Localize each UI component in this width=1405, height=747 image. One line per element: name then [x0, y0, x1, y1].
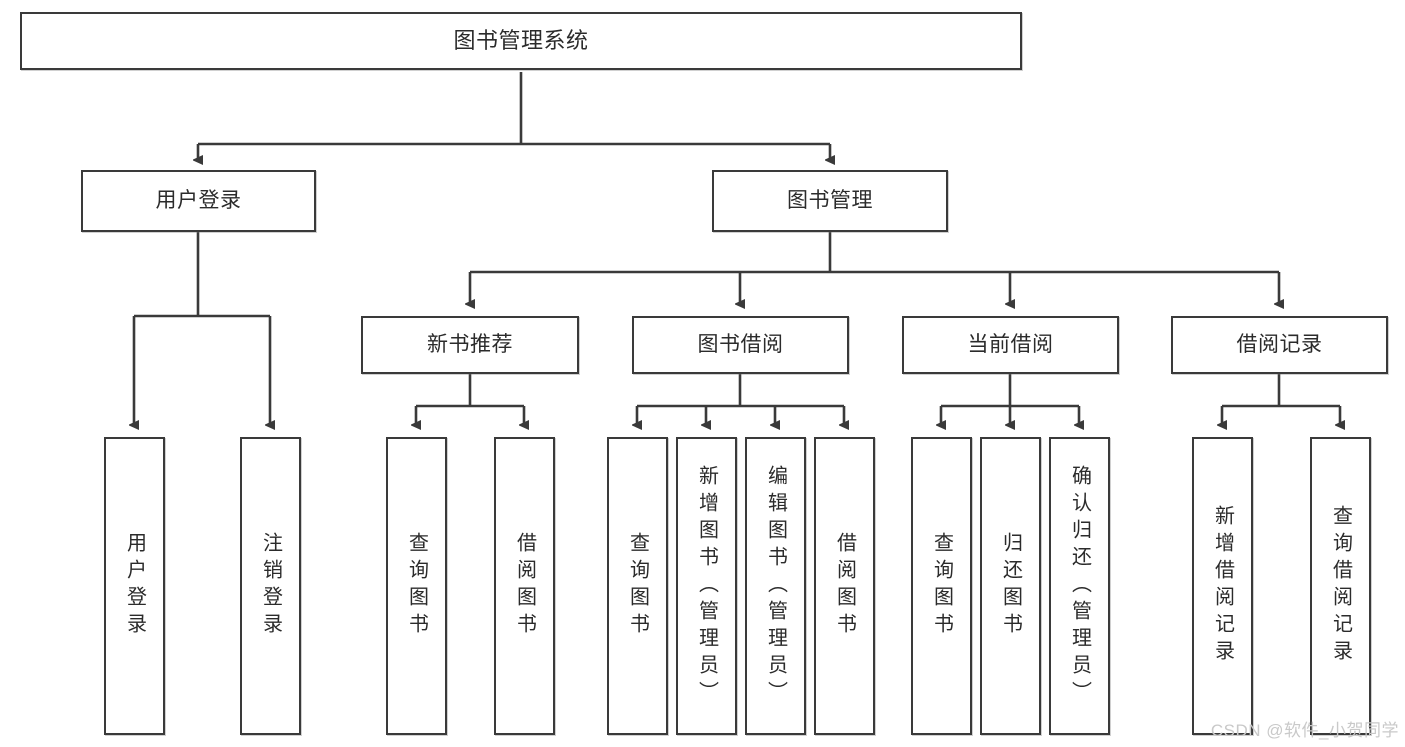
node-book-borrow-label: 图书借阅: [697, 332, 784, 356]
node-leaf-add-record[interactable]: 新增借阅记录: [1192, 437, 1253, 735]
node-leaf-return-book-label: 归还图书: [999, 532, 1022, 640]
node-book-borrow[interactable]: 图书借阅: [632, 316, 849, 374]
node-leaf-query-book-2[interactable]: 查询图书: [607, 437, 668, 735]
node-borrow-record[interactable]: 借阅记录: [1171, 316, 1388, 374]
node-user-login-label: 用户登录: [155, 188, 242, 212]
node-leaf-query-book-3[interactable]: 查询图书: [911, 437, 972, 735]
node-book-manage-label: 图书管理: [787, 188, 873, 212]
node-leaf-return-book[interactable]: 归还图书: [980, 437, 1041, 735]
node-leaf-borrow-book-1[interactable]: 借阅图书: [494, 437, 555, 735]
node-root-label: 图书管理系统: [453, 28, 589, 54]
node-leaf-edit-book-label: 编辑图书（管理员）: [764, 464, 787, 708]
node-book-manage[interactable]: 图书管理: [712, 170, 948, 232]
node-borrow-record-label: 借阅记录: [1236, 332, 1323, 356]
node-leaf-user-login-label: 用户登录: [123, 532, 146, 640]
node-leaf-user-login[interactable]: 用户登录: [104, 437, 165, 735]
node-leaf-confirm-return-label: 确认归还（管理员）: [1068, 464, 1091, 708]
node-user-login[interactable]: 用户登录: [81, 170, 316, 232]
watermark-text: CSDN @软件_小贺同学: [1210, 721, 1399, 740]
node-new-book-recommend-label: 新书推荐: [427, 332, 513, 356]
node-leaf-query-book-3-label: 查询图书: [930, 532, 953, 640]
node-leaf-add-book[interactable]: 新增图书（管理员）: [676, 437, 737, 735]
node-leaf-add-record-label: 新增借阅记录: [1211, 505, 1234, 667]
node-leaf-confirm-return[interactable]: 确认归还（管理员）: [1049, 437, 1110, 735]
node-leaf-query-book-1-label: 查询图书: [405, 532, 428, 640]
node-leaf-logout-login[interactable]: 注销登录: [240, 437, 301, 735]
node-leaf-query-record-label: 查询借阅记录: [1329, 505, 1352, 667]
node-leaf-add-book-label: 新增图书（管理员）: [695, 464, 718, 708]
node-current-borrow[interactable]: 当前借阅: [902, 316, 1119, 374]
node-leaf-borrow-book-1-label: 借阅图书: [513, 532, 536, 640]
node-new-book-recommend[interactable]: 新书推荐: [361, 316, 579, 374]
node-leaf-query-book-2-label: 查询图书: [626, 532, 649, 640]
node-leaf-query-record[interactable]: 查询借阅记录: [1310, 437, 1371, 735]
node-leaf-query-book-1[interactable]: 查询图书: [386, 437, 447, 735]
node-current-borrow-label: 当前借阅: [967, 332, 1054, 356]
node-leaf-edit-book[interactable]: 编辑图书（管理员）: [745, 437, 806, 735]
node-leaf-logout-login-label: 注销登录: [259, 532, 282, 640]
node-leaf-borrow-book-2-label: 借阅图书: [833, 532, 856, 640]
node-root[interactable]: 图书管理系统: [20, 12, 1022, 70]
node-leaf-borrow-book-2[interactable]: 借阅图书: [814, 437, 875, 735]
